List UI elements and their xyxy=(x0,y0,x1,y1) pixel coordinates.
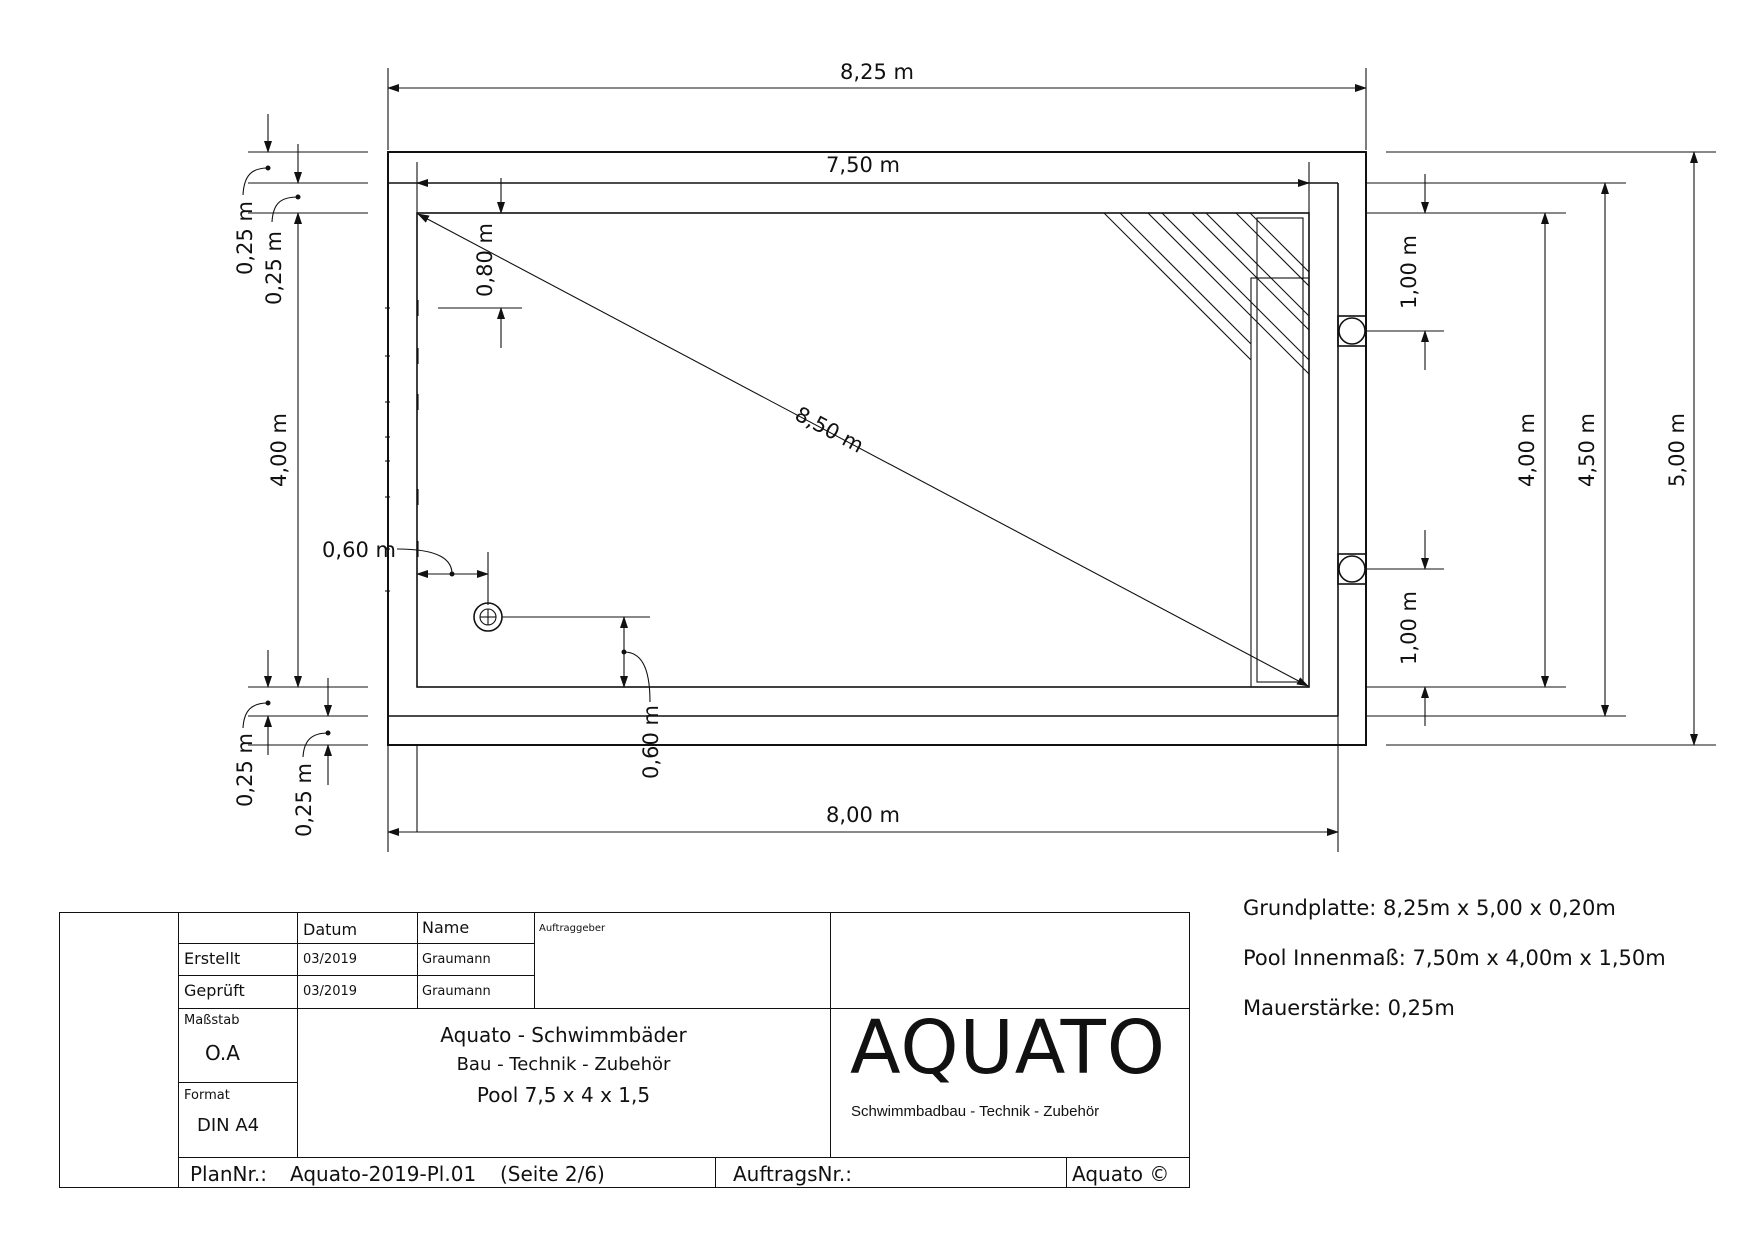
svg-text:8,25 m: 8,25 m xyxy=(840,60,914,84)
wall-top-left-dimension: 0,25 m 0,25 m xyxy=(233,114,368,305)
svg-text:0,25 m: 0,25 m xyxy=(262,231,286,305)
svg-text:4,00 m: 4,00 m xyxy=(267,413,291,487)
svg-text:1,00 m: 1,00 m xyxy=(1397,235,1421,309)
svg-text:1,00 m: 1,00 m xyxy=(1397,591,1421,665)
created-label: Erstellt xyxy=(184,949,241,968)
order-number-label: AuftragsNr.: xyxy=(733,1162,852,1186)
nozzle-bottom-dimension: 0,60 m xyxy=(620,616,663,779)
client-label: Auftraggeber xyxy=(539,923,606,934)
svg-text:0,80 m: 0,80 m xyxy=(473,223,497,297)
svg-text:0,25 m: 0,25 m xyxy=(233,733,257,807)
plan-page-info: (Seite 2/6) xyxy=(500,1162,605,1186)
skimmer-bottom xyxy=(1337,553,1367,585)
diagonal-label: 8,50 m xyxy=(791,402,868,458)
wall-bottom-left-dimension: 0,25 m 0,25 m xyxy=(233,650,368,837)
svg-text:0,60 m: 0,60 m xyxy=(639,705,663,779)
svg-text:0,25 m: 0,25 m xyxy=(292,763,316,837)
step-offset-dimension: 0,80 m xyxy=(438,178,522,348)
logo-subline: Schwimmbadbau - Technik - Zubehör xyxy=(851,1103,1100,1120)
total-width-dimension: 8,25 m xyxy=(387,60,1367,150)
svg-text:4,50 m: 4,50 m xyxy=(1575,413,1599,487)
col-name-header: Name xyxy=(422,918,470,937)
total-depth-dimension: 5,00 m xyxy=(1386,151,1716,746)
created-name: Graumann xyxy=(422,952,491,967)
plan-number-value: Aquato-2019-Pl.01 xyxy=(290,1162,477,1186)
svg-text:7,50 m: 7,50 m xyxy=(826,153,900,177)
created-date: 03/2019 xyxy=(303,952,358,967)
note-base-plate: Grundplatte: 8,25m x 5,00 x 0,20m xyxy=(1243,896,1616,920)
checked-label: Geprüft xyxy=(184,981,245,1000)
svg-text:4,00 m: 4,00 m xyxy=(1515,413,1539,487)
inner-width-right-dimension: 4,00 m xyxy=(1444,212,1566,688)
copyright: Aquato © xyxy=(1072,1162,1170,1186)
skimmer-top xyxy=(1337,315,1367,347)
plan-number-label: PlanNr.: xyxy=(190,1162,267,1186)
diagonal-dimension-line xyxy=(417,213,1309,687)
aquato-logo: AQUATO xyxy=(850,1005,1167,1091)
col-date-header: Datum xyxy=(303,920,358,939)
checked-name: Graumann xyxy=(422,984,491,999)
company-name: Aquato - Schwimmbäder xyxy=(440,1023,687,1047)
nozzle-side-dimension: 0,60 m xyxy=(322,538,489,605)
svg-text:0,25 m: 0,25 m xyxy=(233,201,257,275)
inner-length-dimension: 7,50 m xyxy=(416,153,1310,213)
outer-width-dimension: 4,50 m xyxy=(1366,182,1626,717)
inner-width-left-dimension: 4,00 m xyxy=(267,212,302,688)
note-wall-thickness: Mauerstärke: 0,25m xyxy=(1243,996,1455,1020)
outer-length-dimension: 8,00 m xyxy=(387,716,1339,852)
spec-notes: Grundplatte: 8,25m x 5,00 x 0,20m Pool I… xyxy=(1243,893,1666,1043)
checked-date: 03/2019 xyxy=(303,984,358,999)
scale-value: O.A xyxy=(205,1041,240,1065)
format-label: Format xyxy=(184,1088,230,1103)
svg-text:5,00 m: 5,00 m xyxy=(1665,413,1689,487)
scale-label: Maßstab xyxy=(184,1013,240,1028)
company-tagline: Bau - Technik - Zubehör xyxy=(456,1054,671,1075)
pool-stairs xyxy=(1103,212,1310,688)
svg-text:0,60 m: 0,60 m xyxy=(322,538,396,562)
note-pool-inner: Pool Innenmaß: 7,50m x 4,00m x 1,50m xyxy=(1243,946,1666,970)
format-value: DIN A4 xyxy=(197,1115,260,1136)
skimmer-offset-bottom-dimension: 1,00 m xyxy=(1366,530,1444,726)
skimmer-offset-top-dimension: 1,00 m xyxy=(1366,174,1444,370)
title-block: Datum Name Auftraggeber Erstellt 03/2019… xyxy=(59,912,1190,1188)
project-title: Pool 7,5 x 4 x 1,5 xyxy=(476,1083,651,1107)
svg-text:8,00 m: 8,00 m xyxy=(826,803,900,827)
